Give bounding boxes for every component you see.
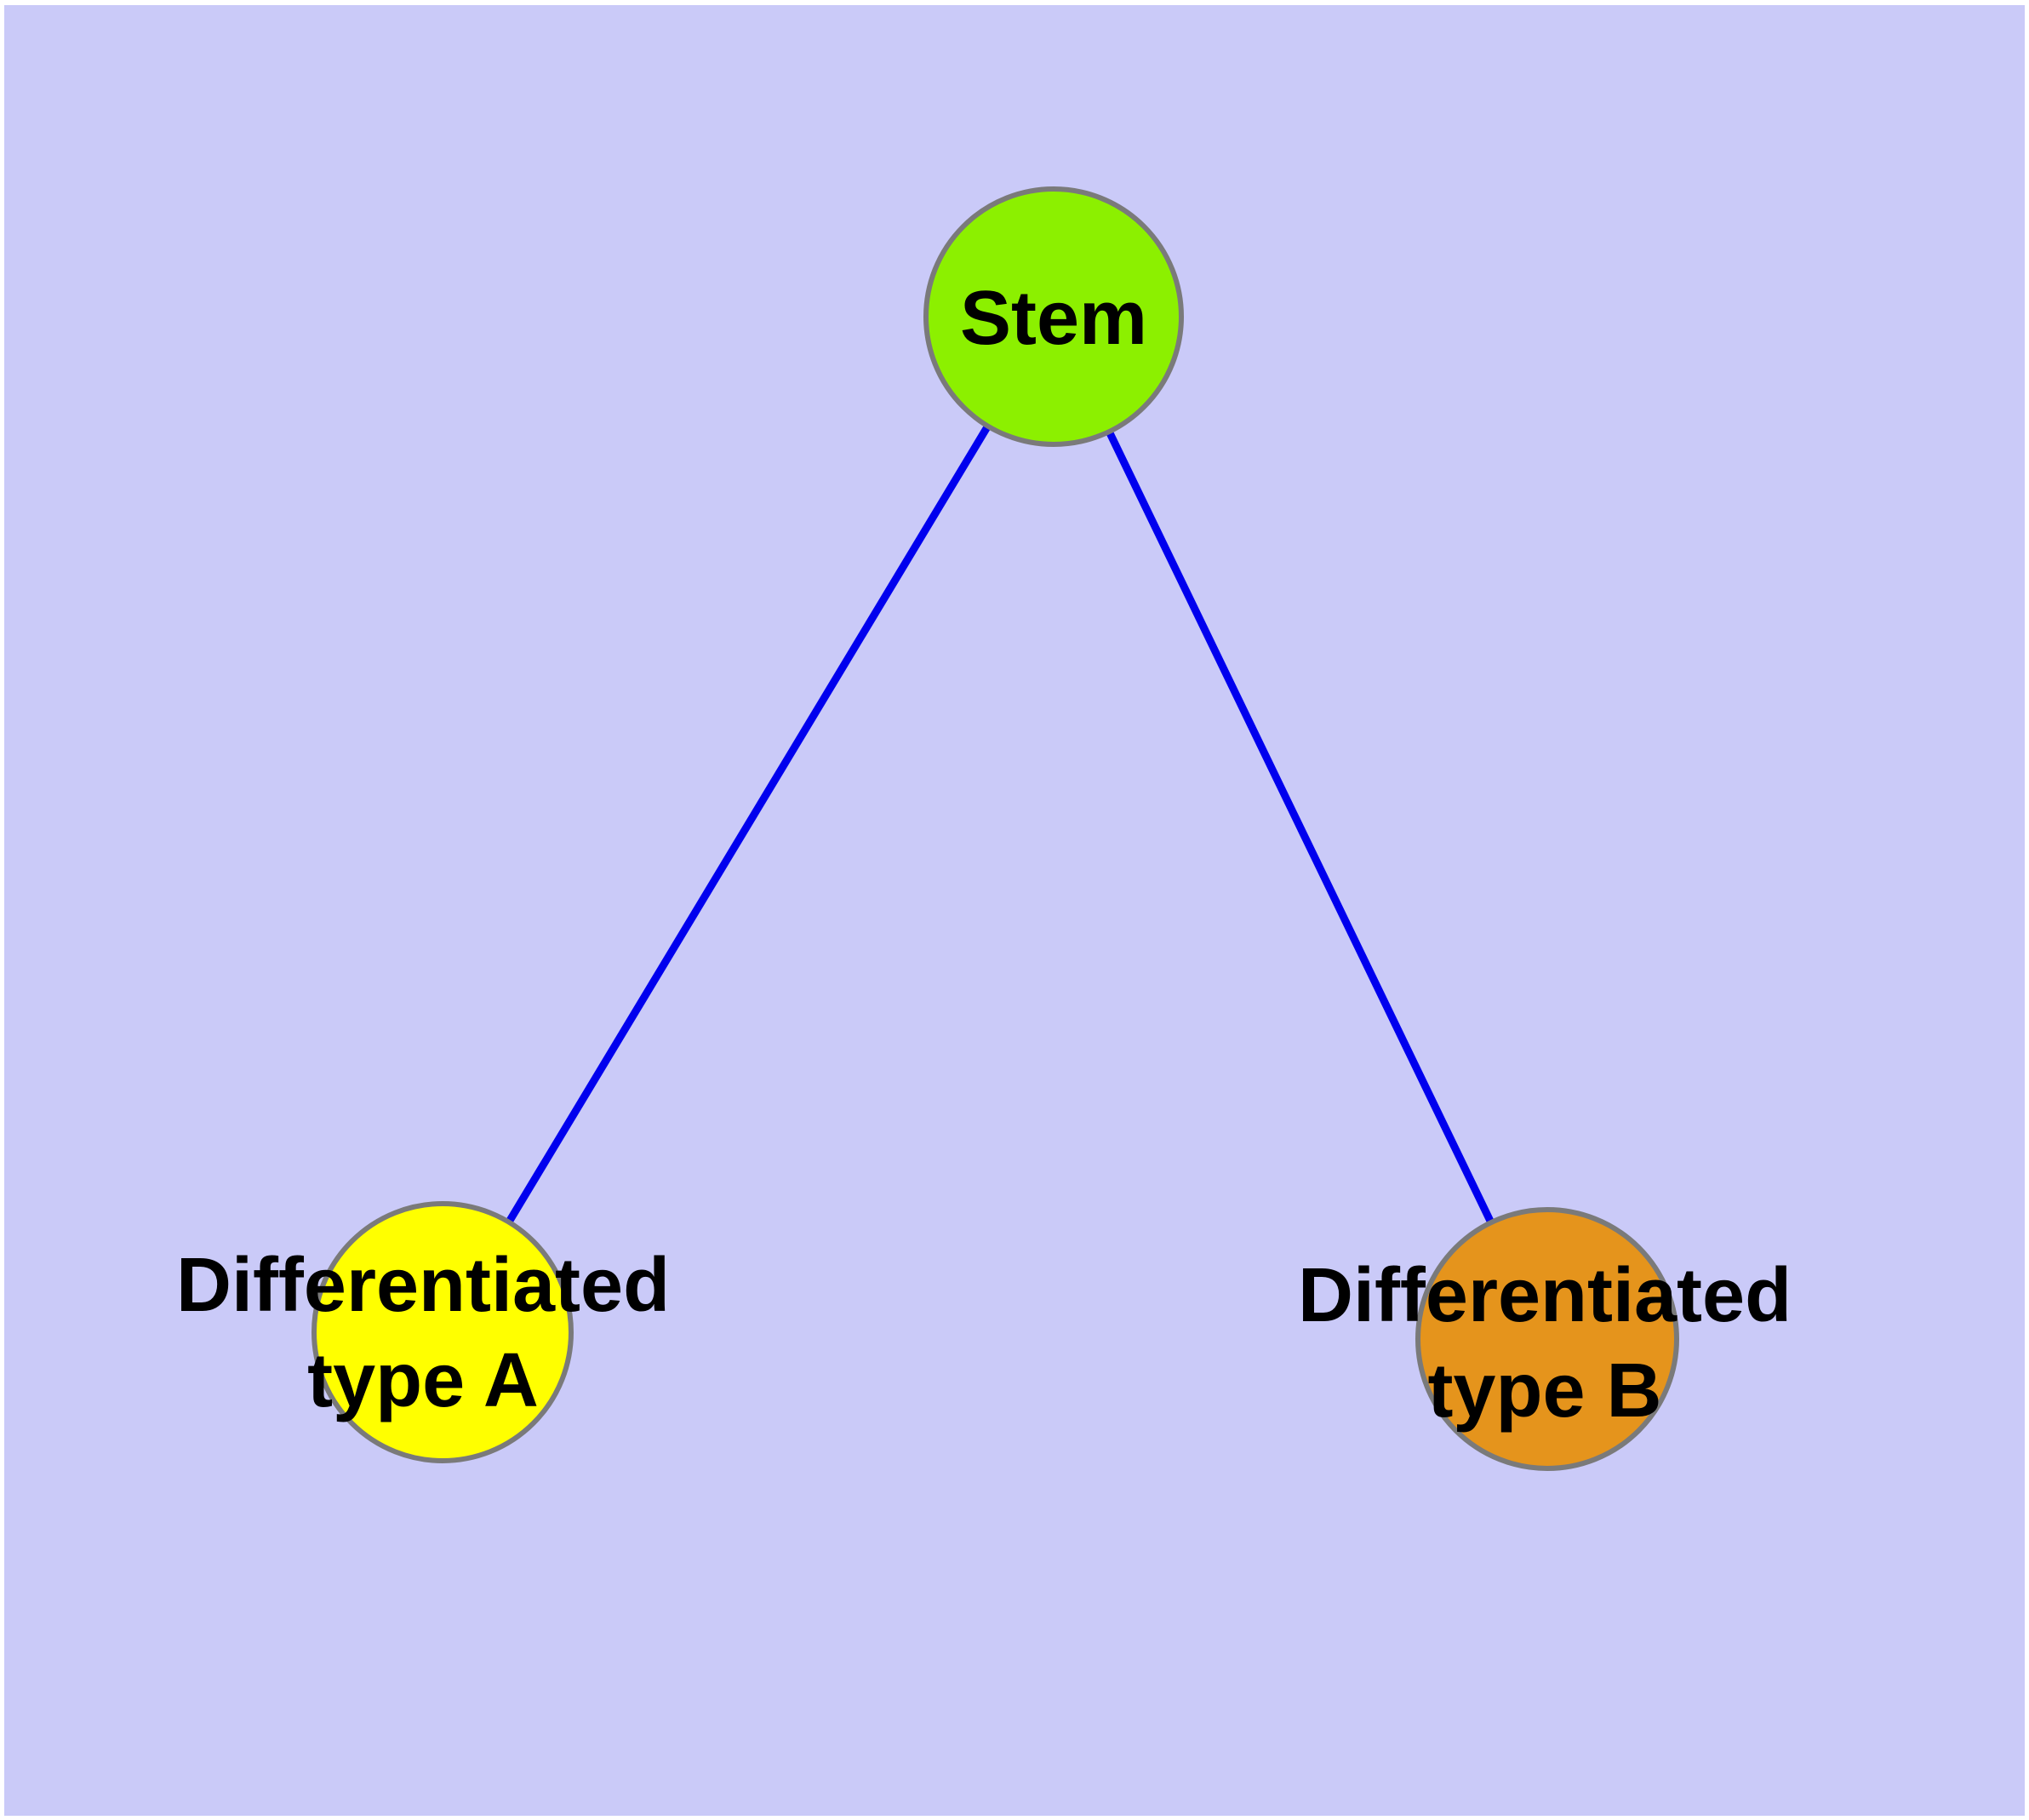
- type-a-node: [311, 1201, 574, 1463]
- edge-stem-to-type-b: [1049, 315, 1552, 1341]
- type-b-node: [1415, 1207, 1679, 1471]
- stem-node: [923, 186, 1184, 447]
- edge-stem-to-type-a: [439, 314, 1057, 1335]
